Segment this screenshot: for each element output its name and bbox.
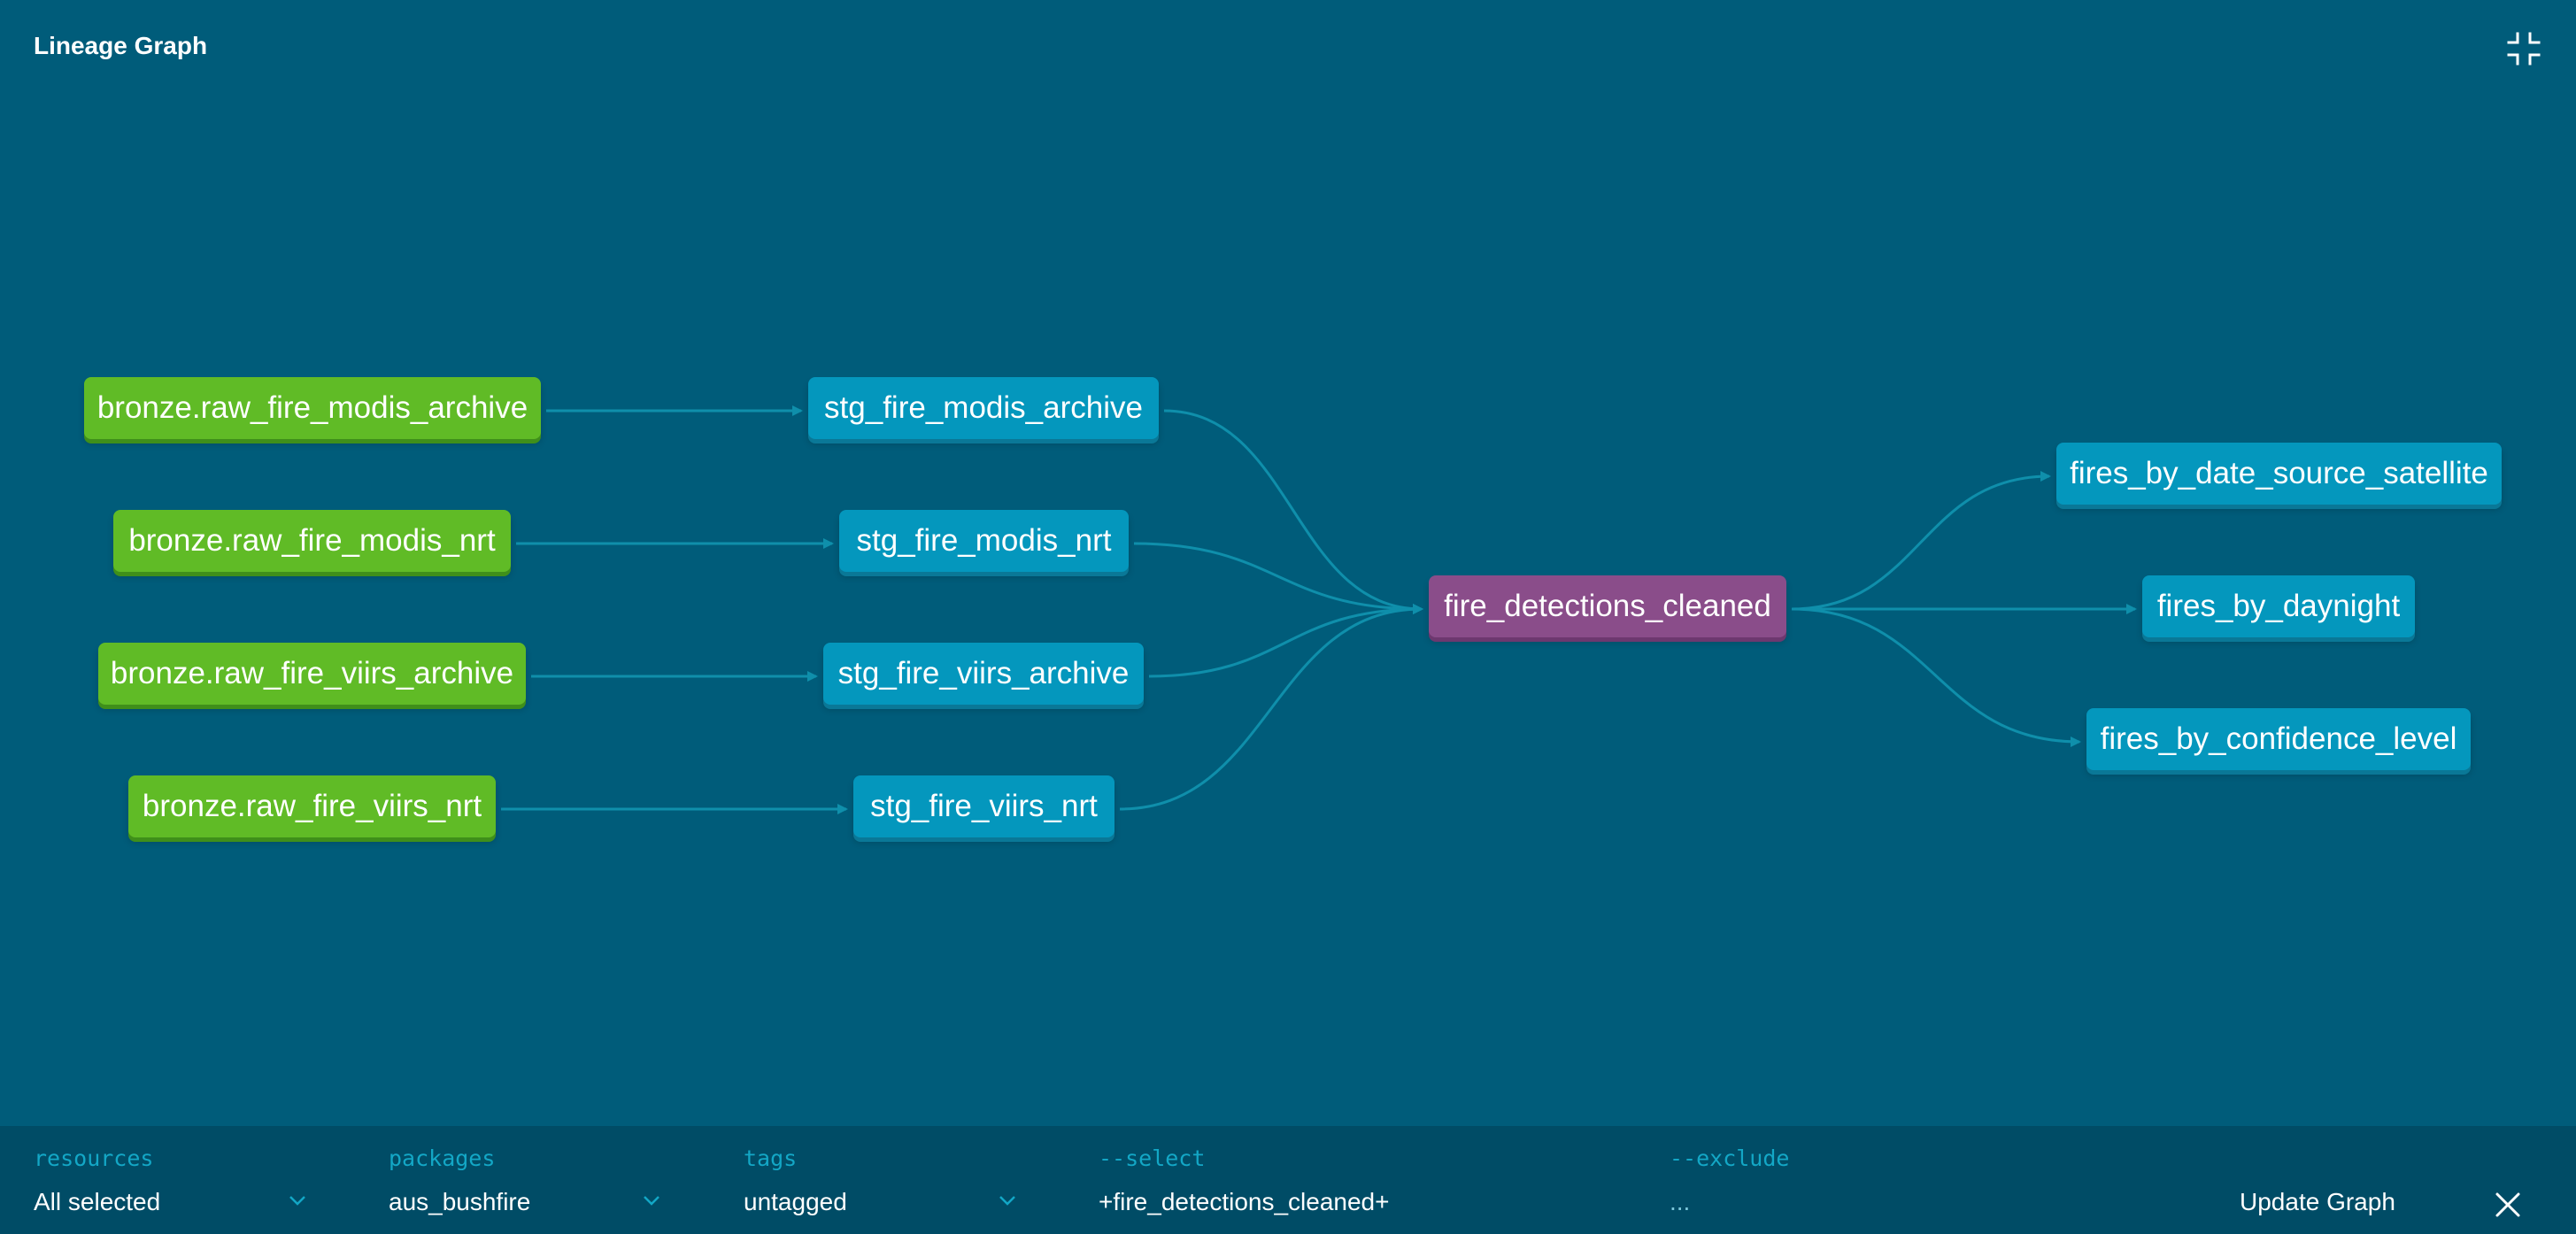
packages-label: packages bbox=[389, 1145, 496, 1171]
graph-node-bronze-raw-fire-viirs-archive[interactable]: bronze.raw_fire_viirs_archive bbox=[98, 643, 526, 705]
close-icon[interactable] bbox=[2495, 1192, 2521, 1218]
resources-value[interactable]: All selected bbox=[34, 1188, 161, 1215]
packages-value[interactable]: aus_bushfire bbox=[389, 1188, 531, 1215]
edge-n9-n10 bbox=[1791, 471, 2051, 611]
edge-n5-n9 bbox=[1163, 409, 1423, 614]
update-graph-button[interactable]: Update Graph bbox=[2240, 1188, 2395, 1215]
graph-node-stg-fire-viirs-nrt[interactable]: stg_fire_viirs_nrt bbox=[853, 775, 1114, 837]
chevron-down-icon[interactable] bbox=[641, 1192, 662, 1209]
chevron-down-icon[interactable] bbox=[997, 1192, 1018, 1209]
graph-node-fires-by-date-source-satellite[interactable]: fires_by_date_source_satellite bbox=[2056, 443, 2502, 505]
chevron-down-icon[interactable] bbox=[287, 1192, 308, 1209]
graph-node-fires-by-daynight[interactable]: fires_by_daynight bbox=[2142, 575, 2415, 637]
graph-node-fire-detections-cleaned[interactable]: fire_detections_cleaned bbox=[1429, 575, 1786, 637]
edge-n9-n12 bbox=[1791, 607, 2081, 747]
select-label: --select bbox=[1099, 1145, 1206, 1171]
edge-n6-n9 bbox=[1133, 542, 1423, 614]
tags-label: tags bbox=[744, 1145, 798, 1171]
graph-node-bronze-raw-fire-modis-archive[interactable]: bronze.raw_fire_modis_archive bbox=[84, 377, 541, 439]
page-title: Lineage Graph bbox=[34, 32, 208, 59]
graph-node-bronze-raw-fire-viirs-nrt[interactable]: bronze.raw_fire_viirs_nrt bbox=[128, 775, 496, 837]
graph-node-stg-fire-viirs-archive[interactable]: stg_fire_viirs_archive bbox=[823, 643, 1144, 705]
collapse-icon[interactable] bbox=[2505, 30, 2542, 67]
graph-node-bronze-raw-fire-modis-nrt[interactable]: bronze.raw_fire_modis_nrt bbox=[113, 510, 511, 572]
tags-value[interactable]: untagged bbox=[744, 1188, 847, 1215]
graph-node-stg-fire-modis-archive[interactable]: stg_fire_modis_archive bbox=[808, 377, 1159, 439]
filter-bar bbox=[0, 1126, 2576, 1234]
edge-n7-n9 bbox=[1148, 604, 1423, 678]
graph-node-fires-by-confidence-level[interactable]: fires_by_confidence_level bbox=[2086, 708, 2471, 770]
exclude-input[interactable]: ... bbox=[1670, 1188, 1691, 1215]
resources-label: resources bbox=[34, 1145, 154, 1171]
select-input[interactable]: +fire_detections_cleaned+ bbox=[1099, 1188, 1390, 1215]
graph-node-stg-fire-modis-nrt[interactable]: stg_fire_modis_nrt bbox=[839, 510, 1129, 572]
edge-n8-n9 bbox=[1119, 604, 1423, 811]
graph-edges bbox=[500, 405, 2137, 814]
exclude-label: --exclude bbox=[1670, 1145, 1790, 1171]
